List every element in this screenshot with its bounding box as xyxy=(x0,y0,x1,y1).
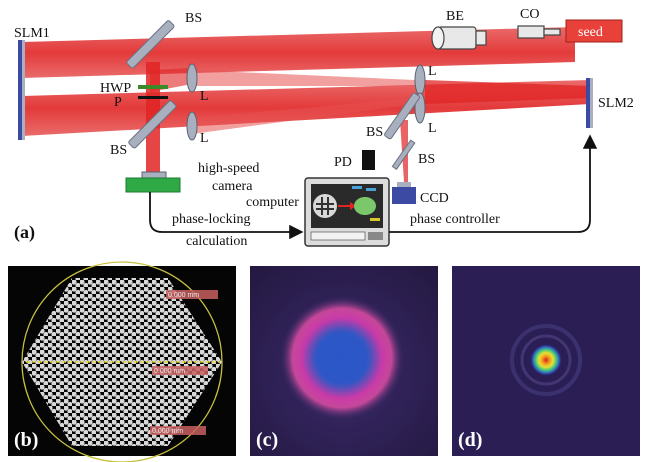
be-label: BE xyxy=(446,9,464,24)
phase-locking-label: phase-locking xyxy=(172,212,251,227)
seed-label: seed xyxy=(578,25,603,40)
calculation-label: calculation xyxy=(186,234,247,249)
ccd-mount xyxy=(397,182,411,187)
scale-label-bottom: 0.000 mm xyxy=(152,428,183,435)
camera-label-line2: camera xyxy=(212,179,253,194)
ccd-label: CCD xyxy=(420,191,449,206)
hwp-label: HWP xyxy=(100,81,131,96)
be-icon xyxy=(431,26,487,50)
panel-a-label: (a) xyxy=(14,222,35,243)
pd-label: PD xyxy=(334,155,352,170)
ccd-icon xyxy=(392,187,416,204)
panel-d-locked: (d) xyxy=(452,266,640,456)
bs-ccd-icon xyxy=(391,139,416,170)
bs-left-icon xyxy=(128,100,177,149)
scale-label-mid: 0.000 mm xyxy=(154,368,185,375)
p-icon xyxy=(138,96,168,99)
panel-c-farfield: (c) xyxy=(250,266,438,456)
lens-left-top-icon xyxy=(186,63,198,93)
slm2-icon xyxy=(586,78,590,128)
bs-top-label: BS xyxy=(185,11,202,26)
seed-box xyxy=(565,19,623,43)
slm1-label: SLM1 xyxy=(14,26,50,41)
slm2-label: SLM2 xyxy=(598,96,634,111)
panel-a-setup: SLM1 SLM2 BS BS HWP P L L L L BS PD xyxy=(14,7,634,249)
fiber-outline-circle xyxy=(21,261,223,462)
panel-b-label: (b) xyxy=(14,429,38,451)
lens-left-bottom-icon xyxy=(186,111,198,141)
slm1-icon xyxy=(18,40,23,140)
co-icon xyxy=(517,25,561,39)
bs-left-label: BS xyxy=(110,143,127,158)
bs-ccd-label: BS xyxy=(418,152,435,167)
camera-label-line1: high-speed xyxy=(198,161,259,176)
computer-icon xyxy=(304,177,390,247)
bs-top-icon xyxy=(126,20,175,69)
beam-right-lens xyxy=(425,80,590,104)
panel-d-label: (d) xyxy=(458,429,482,451)
hwp-icon xyxy=(138,85,168,89)
computer-label: computer xyxy=(246,195,299,210)
co-label: CO xyxy=(520,7,539,22)
scale-label-top: 0.000 mm xyxy=(168,292,199,299)
bs-mid-label: BS xyxy=(366,125,383,140)
lens-right-top-label: L xyxy=(428,64,437,79)
beam-spot-d xyxy=(530,344,562,376)
lens-left-bottom-label: L xyxy=(200,131,209,146)
beam-converge-lens-upper xyxy=(192,70,415,86)
arrow-computer-to-slm2 xyxy=(389,134,598,233)
lens-right-bottom-label: L xyxy=(428,121,437,136)
camera-icon xyxy=(125,177,181,193)
lens-right-top-icon xyxy=(414,64,426,96)
bs-mid-icon xyxy=(384,92,420,140)
beam-converge-lens-lower xyxy=(192,98,415,134)
p-label: P xyxy=(114,95,122,110)
lens-left-top-label: L xyxy=(200,89,209,104)
panel-b-fiber: 0.000 mm 0.000 mm 0.000 mm (b) xyxy=(8,261,236,462)
camera-lens xyxy=(141,171,167,179)
arrow-camera-to-computer xyxy=(149,192,304,240)
pd-icon xyxy=(362,150,375,170)
panel-c-label: (c) xyxy=(256,429,278,451)
phase-controller-label: phase controller xyxy=(410,212,500,227)
beam-top xyxy=(22,27,575,78)
